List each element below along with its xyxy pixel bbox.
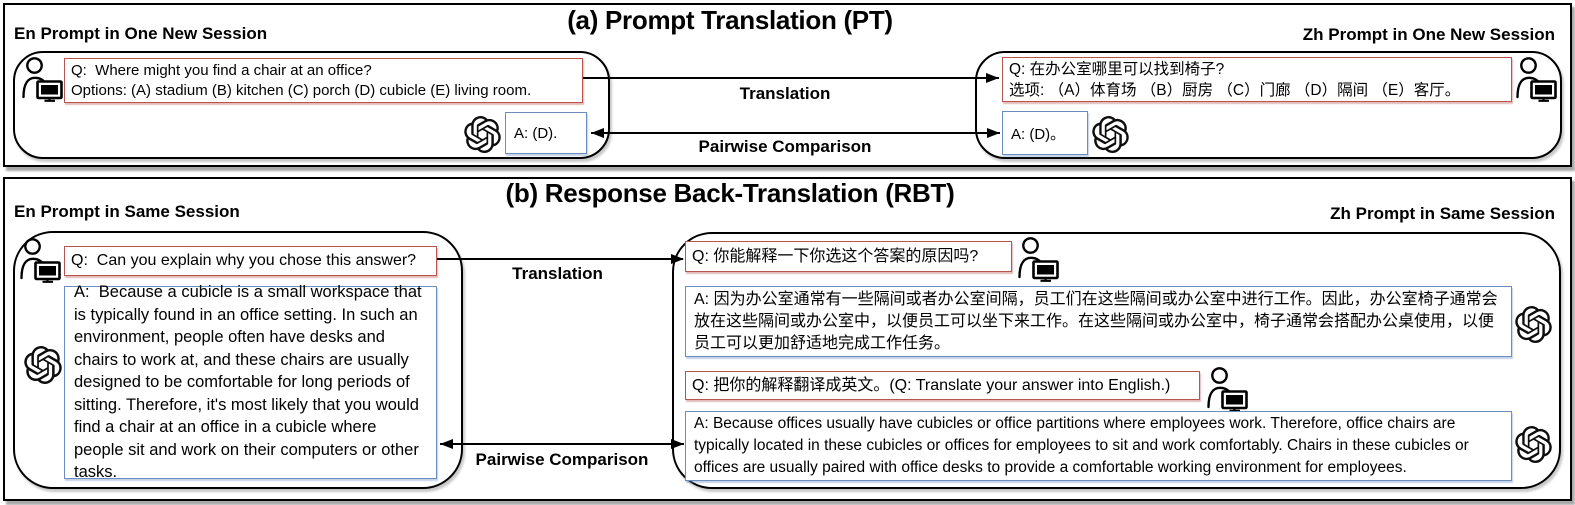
en-question-line: Q: Where might you find a chair at an of… xyxy=(71,61,372,79)
user-computer-icon xyxy=(20,56,64,102)
en-options-line: Options: (A) stadium (B) kitchen (C) por… xyxy=(71,81,532,99)
arrowhead-left-icon xyxy=(440,439,453,449)
en-followup-question-box: Q: Can you explain why you chose this an… xyxy=(64,246,437,276)
zh-explanation-text: A: 因为办公室通常有一些隔间或者办公室间隔，员工们在这些隔间或办公室中进行工作… xyxy=(694,290,1498,352)
panel-a-title: (a) Prompt Translation (PT) xyxy=(567,5,893,35)
en-explanation-text: A: Because a cubicle is a small workspac… xyxy=(74,283,427,482)
panel-b-title: (b) Response Back-Translation (RBT) xyxy=(505,178,955,208)
zh-backtranslate-request-box: Q: 把你的解释翻译成英文。(Q: Translate your answer … xyxy=(685,371,1200,400)
arrowhead-left-icon xyxy=(591,128,604,138)
arrowhead-right-icon xyxy=(671,254,684,264)
zh-question-line: Q: 在办公室哪里可以找到椅子? xyxy=(1009,60,1225,78)
openai-logo-icon xyxy=(1515,306,1552,343)
en-explanation-box: A: Because a cubicle is a small workspac… xyxy=(64,283,437,481)
pairwise-arrow-label-b: Pairwise Comparison xyxy=(475,450,649,469)
en-backtranslated-answer-box: A: Because offices usually have cubicles… xyxy=(685,411,1512,481)
pairwise-arrow-b xyxy=(440,443,684,445)
panel-b-left-session-label: En Prompt in Same Session xyxy=(14,202,240,221)
zh-followup-question-box: Q: 你能解释一下你选这个答案的原因吗? xyxy=(685,241,1012,272)
translation-arrow-label-a: Translation xyxy=(739,84,831,103)
openai-logo-icon xyxy=(464,116,501,153)
pairwise-arrow-a xyxy=(591,132,1000,134)
arrowhead-right-icon xyxy=(671,439,684,449)
translation-arrow-a xyxy=(583,77,999,79)
panel-a-right-session-label: Zh Prompt in One New Session xyxy=(1302,25,1555,44)
pairwise-arrow-label-a: Pairwise Comparison xyxy=(698,137,872,156)
user-computer-icon xyxy=(18,237,62,283)
zh-prompt-box: Q: 在办公室哪里可以找到椅子? 选项: （A）体育场 （B）厨房 （C）门廊 … xyxy=(1002,57,1512,102)
translation-arrow-label-b: Translation xyxy=(512,264,603,283)
zh-answer-box: A: (D)。 xyxy=(1002,111,1088,155)
user-computer-icon xyxy=(1205,366,1249,412)
arrowhead-right-icon xyxy=(987,128,1000,138)
en-answer-text: A: (D). xyxy=(514,124,558,142)
openai-logo-icon xyxy=(1092,116,1129,153)
en-followup-question-text: Q: Can you explain why you chose this an… xyxy=(71,252,417,269)
zh-answer-text: A: (D)。 xyxy=(1011,125,1066,143)
openai-logo-icon xyxy=(24,346,62,384)
translation-arrow-b xyxy=(437,258,683,260)
openai-logo-icon xyxy=(1515,426,1552,463)
panel-a-left-session-label: En Prompt in One New Session xyxy=(14,24,268,43)
zh-backtranslate-request-text: Q: 把你的解释翻译成英文。(Q: Translate your answer … xyxy=(692,376,1171,394)
panel-b-right-session-label: Zh Prompt in Same Session xyxy=(1330,204,1555,223)
zh-explanation-box: A: 因为办公室通常有一些隔间或者办公室间隔，员工们在这些隔间或办公室中进行工作… xyxy=(685,286,1512,357)
user-computer-icon xyxy=(1514,56,1558,102)
zh-followup-question-text: Q: 你能解释一下你选这个答案的原因吗? xyxy=(692,247,979,265)
en-answer-box: A: (D). xyxy=(505,112,587,154)
user-computer-icon xyxy=(1016,236,1060,282)
arrowhead-right-icon xyxy=(986,73,999,83)
en-backtranslated-answer-text: A: Because offices usually have cubicles… xyxy=(694,415,1474,476)
en-prompt-box: Q: Where might you find a chair at an of… xyxy=(64,58,583,103)
zh-options-line: 选项: （A）体育场 （B）厨房 （C）门廊 （D）隔间 （E）客厅。 xyxy=(1009,81,1461,99)
